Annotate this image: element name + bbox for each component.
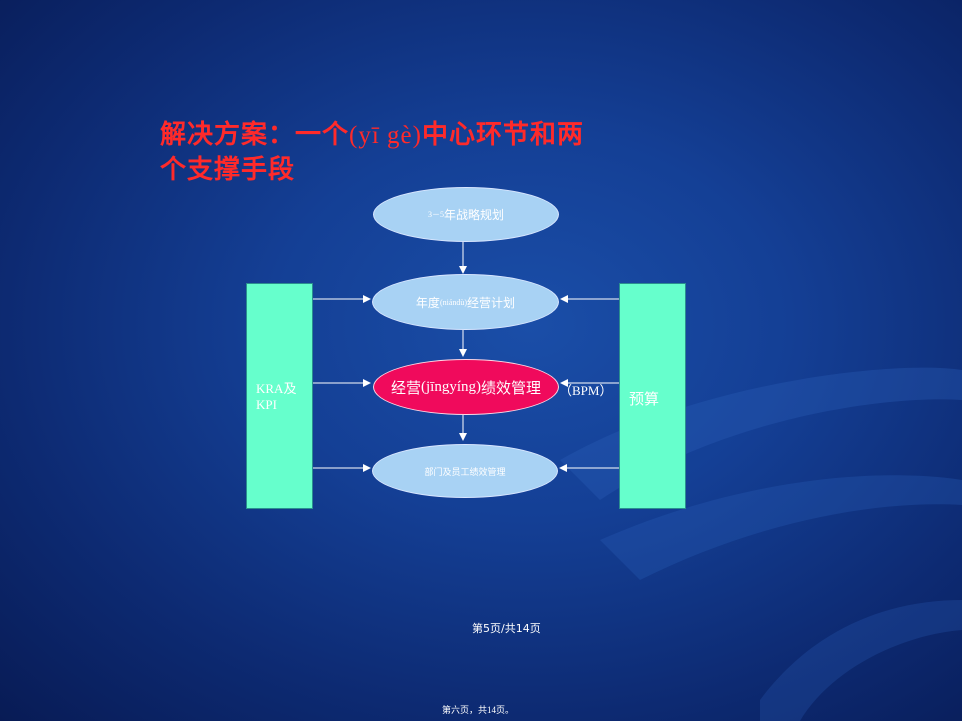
bpm-text-2: 绩效管理 [481, 378, 542, 397]
kra-label-line2: KPI [256, 397, 277, 412]
kra-label-line1: KRA及 [256, 381, 297, 396]
budget-label: 预算 [629, 390, 660, 408]
footer-note: 第六页，共14页。 [442, 705, 515, 715]
strategy-text: 年战略规划 [443, 208, 504, 222]
title-text-1: 解决方案：一个 [160, 120, 350, 150]
bpm-node: 经营(jīngyíng)绩效管理 [373, 359, 559, 415]
annual-text-1: 年度 [415, 295, 440, 310]
dept-performance-node: 部门及员工绩效管理 [372, 444, 558, 498]
annual-pinyin: (niándù) [439, 297, 468, 307]
kra-kpi-label: KRA及 KPI [256, 381, 296, 413]
title-text-3: 个支撑手段 [160, 155, 296, 185]
bpm-pinyin: (jīngyíng) [421, 378, 481, 395]
title-text-2: 中心环节和两 [421, 120, 584, 150]
slide-title: 解决方案：一个(yī gè)中心环节和两 个支撑手段 [160, 118, 630, 187]
page-number: 第5页/共14页 [472, 622, 541, 635]
annual-plan-node: 年度(niándù)经营计划 [372, 274, 559, 330]
strategy-number: 3－5 [427, 210, 444, 219]
budget-box: 预算 [619, 283, 686, 509]
dept-text: 部门及员工绩效管理 [424, 466, 506, 477]
kra-kpi-box: KRA及 KPI [246, 283, 313, 509]
bpm-text-1: 经营 [390, 378, 421, 397]
title-pinyin: (yī gè) [349, 122, 422, 149]
bpm-suffix: （BPM） [559, 383, 613, 398]
annual-text-2: 经营计划 [467, 295, 516, 310]
